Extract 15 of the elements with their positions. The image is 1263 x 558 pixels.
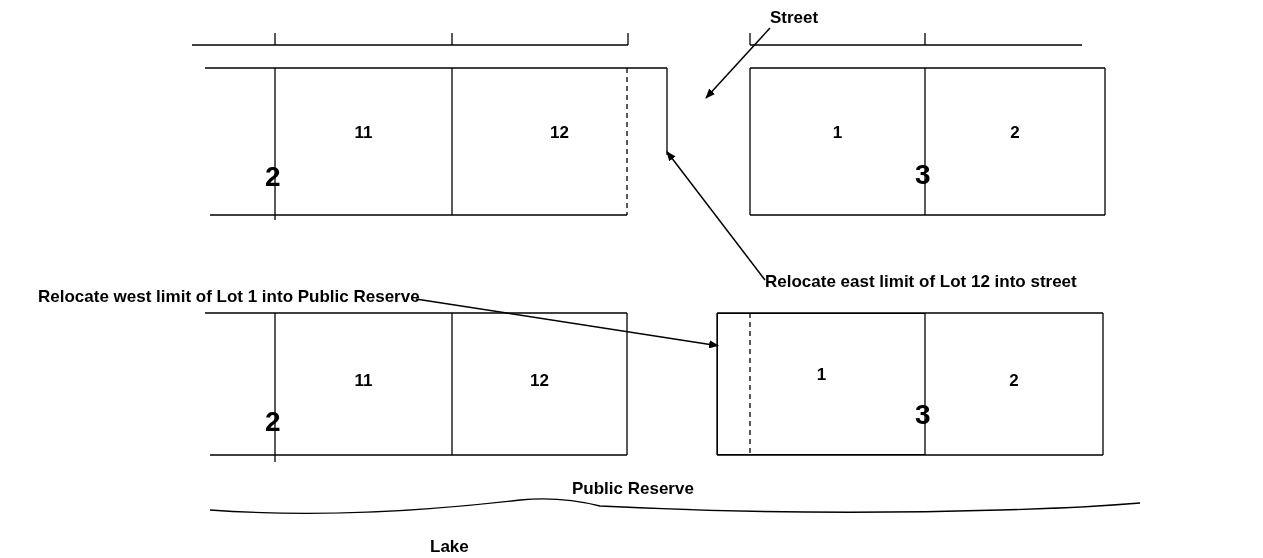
lot-number: 12 — [530, 371, 549, 391]
lot-number: 1 — [832, 122, 843, 143]
leader-arrow — [666, 151, 766, 281]
annotation-text: Relocate east limit of Lot 12 into street — [765, 272, 1077, 292]
lot-number: 11 — [354, 371, 373, 391]
annotation-text: Street — [770, 8, 819, 28]
lot-number: 1 — [816, 365, 827, 385]
lot-number: 2 — [1009, 371, 1019, 391]
lot-number: 12 — [550, 122, 569, 143]
leader-arrow — [705, 27, 771, 99]
area-label: Lake — [430, 538, 469, 555]
lot-number: 11 — [354, 122, 373, 143]
area-label: Public Reserve — [572, 480, 694, 497]
annotation-text: Relocate west limit of Lot 1 into Public Reserve — [38, 287, 420, 307]
lot-number: 2 — [1010, 122, 1020, 143]
